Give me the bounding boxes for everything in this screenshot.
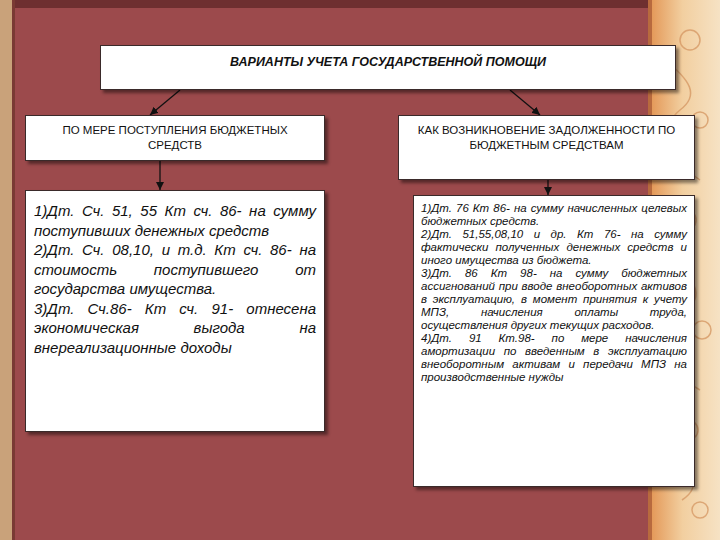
box-text: ПО МЕРЕ ПОСТУПЛЕНИЯ БЮДЖЕТНЫХ СРЕДСТВ <box>34 123 316 153</box>
box-text: КАК ВОЗНИКНОВЕНИЕ ЗАДОЛЖЕННОСТИ ПО БЮДЖЕ… <box>409 123 684 153</box>
text-box: ПО МЕРЕ ПОСТУПЛЕНИЯ БЮДЖЕТНЫХ СРЕДСТВ <box>25 115 325 161</box>
connector-arrow <box>150 90 180 115</box>
top-band <box>0 0 720 8</box>
text-box: КАК ВОЗНИКНОВЕНИЕ ЗАДОЛЖЕННОСТИ ПО БЮДЖЕ… <box>398 115 695 180</box>
connector-arrow <box>510 90 540 115</box>
box-text: 1)Дт. Сч. 51, 55 Кт сч. 86- на сумму пос… <box>34 201 316 240</box>
text-box: ВАРИАНТЫ УЧЕТА ГОСУДАРСТВЕННОЙ ПОМОЩИ <box>100 45 676 90</box>
text-box: 1)Дт. Сч. 51, 55 Кт сч. 86- на сумму пос… <box>25 190 325 432</box>
left-stripe <box>0 0 12 540</box>
text-box: 1)Дт. 76 Кт 86- на сумму начисленных цел… <box>413 195 695 487</box>
box-text: 3)Дт. 86 Кт 98- на сумму бюджетных ассиг… <box>421 267 687 332</box>
box-text: 3)Дт. Сч.86- Кт сч. 91- отнесена экономи… <box>34 299 316 358</box>
box-text: 4)Дт. 91 Кт.98- по мере начисления аморт… <box>421 332 687 384</box>
box-text: 2)Дт. Сч. 08,10, и т.д. Кт сч. 86- на ст… <box>34 240 316 299</box>
box-text: 1)Дт. 76 Кт 86- на сумму начисленных цел… <box>421 202 687 228</box>
connector-arrow <box>159 161 160 190</box>
box-text: 2)Дт. 51,55,08,10 и др. Кт 76- на сумму … <box>421 228 687 267</box>
box-text: ВАРИАНТЫ УЧЕТА ГОСУДАРСТВЕННОЙ ПОМОЩИ <box>111 55 665 71</box>
connector-arrow <box>547 180 548 195</box>
left-stripe-line <box>12 0 15 540</box>
